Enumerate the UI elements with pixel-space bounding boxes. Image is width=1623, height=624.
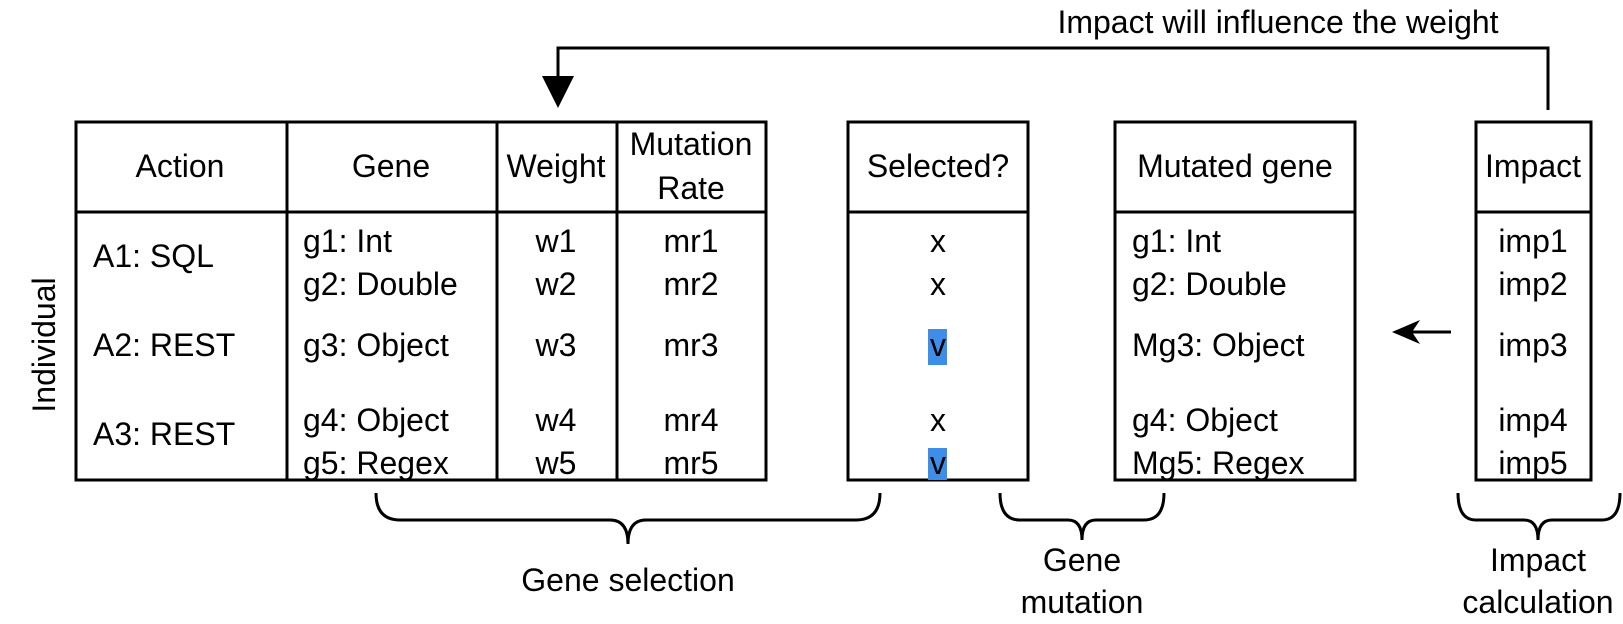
label-gene-mutation-line2: mutation [1021, 584, 1144, 620]
mutation-rate-cell: mr1 [663, 223, 718, 259]
header-mutated-gene: Mutated gene [1137, 148, 1333, 184]
weight-cell: w5 [535, 445, 577, 481]
selected-cell: x [930, 402, 946, 438]
main-table-border [74, 120, 768, 482]
selected-table: Selected? x x v x v [846, 120, 1030, 482]
impact-cell: imp4 [1498, 402, 1567, 438]
brace-impact-calculation [1456, 492, 1622, 541]
impact-cell: imp1 [1498, 223, 1567, 259]
mutation-rate-cell: mr3 [663, 327, 718, 363]
header-impact: Impact [1485, 148, 1581, 184]
header-weight: Weight [506, 148, 605, 184]
gene-cell: g2: Double [303, 266, 458, 302]
main-table: Action Gene Weight Mutation Rate A1: SQL… [74, 120, 768, 482]
action-cell: A3: REST [93, 416, 235, 452]
weight-cell: w4 [535, 402, 577, 438]
header-action: Action [136, 148, 225, 184]
impact-cell: imp5 [1498, 445, 1567, 481]
selected-cell: v [930, 327, 946, 363]
mutation-rate-cell: mr5 [663, 445, 718, 481]
mutated-cell: Mg5: Regex [1132, 445, 1305, 481]
gene-cell: g5: Regex [303, 445, 449, 481]
mutated-cell: g4: Object [1132, 402, 1278, 438]
label-gene-selection: Gene selection [521, 562, 734, 598]
mutated-gene-table: Mutated gene g1: Int g2: Double Mg3: Obj… [1113, 120, 1357, 482]
action-cell: A1: SQL [93, 238, 214, 274]
mutation-rate-cell: mr2 [663, 266, 718, 302]
selected-cell: x [930, 266, 946, 302]
feedback-arrow-head [542, 76, 574, 108]
selection-highlight [928, 329, 947, 365]
mutated-table-border [1113, 120, 1357, 482]
weight-cell: w3 [535, 327, 577, 363]
weight-cell: w1 [535, 223, 577, 259]
impact-table: Impact imp1 imp2 imp3 imp4 imp5 [1474, 120, 1593, 482]
gene-cell: g1: Int [303, 223, 392, 259]
feedback-arrow-line [556, 46, 1550, 110]
label-impact-calculation-line2: calculation [1462, 584, 1613, 620]
header-mutation-rate-line2: Rate [657, 170, 725, 206]
impact-arrow-head [1392, 320, 1420, 344]
header-mutation-rate-line1: Mutation [630, 126, 753, 162]
brace-gene-selection [374, 492, 882, 545]
selection-highlight [928, 448, 947, 480]
mutation-rate-cell: mr4 [663, 402, 718, 438]
selected-cell: x [930, 223, 946, 259]
impact-cell: imp3 [1498, 327, 1567, 363]
label-gene-mutation-line1: Gene [1043, 542, 1121, 578]
mutated-cell: Mg3: Object [1132, 327, 1305, 363]
gene-cell: g4: Object [303, 402, 449, 438]
selected-cell: v [930, 445, 946, 481]
impact-table-border [1474, 120, 1593, 482]
mutated-cell: g2: Double [1132, 266, 1287, 302]
gene-cell: g3: Object [303, 327, 449, 363]
impact-cell: imp2 [1498, 266, 1567, 302]
action-cell: A2: REST [93, 327, 235, 363]
mutated-cell: g1: Int [1132, 223, 1221, 259]
top-annotation: Impact will influence the weight [1057, 4, 1498, 40]
brace-gene-mutation [998, 492, 1166, 541]
label-impact-calculation-line1: Impact [1490, 542, 1586, 578]
weight-cell: w2 [535, 266, 577, 302]
header-selected: Selected? [867, 148, 1009, 184]
individual-label: Individual [26, 277, 62, 412]
header-gene: Gene [352, 148, 430, 184]
